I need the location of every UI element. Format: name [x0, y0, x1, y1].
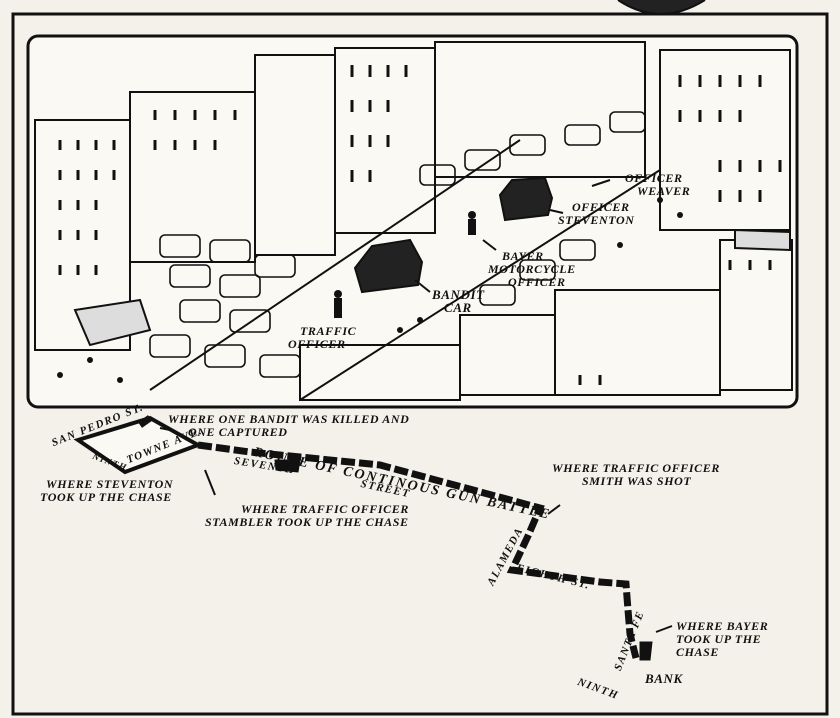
label-traffic-officer: TRAFFIC OFFICER — [288, 324, 357, 351]
street-santa-fe: SANTA FE — [612, 608, 647, 673]
seal-emblem — [617, 0, 706, 15]
label-bayer-motorcycle: BAYER MOTORCYCLE OFFICER — [488, 249, 576, 289]
label-bank: BANK — [645, 671, 683, 686]
bandit-car — [353, 238, 424, 294]
street-alameda: ALAMEDA — [485, 525, 526, 588]
label-bandit-car: BANDIT CAR — [432, 287, 485, 315]
street-ninth-south: NINTH — [575, 676, 621, 702]
route-map — [73, 415, 673, 661]
label-steventon-chase: WHERE STEVENTON TOOK UP THE CHASE — [40, 477, 174, 504]
label-officer-steventon: OFFICER STEVENTON — [558, 200, 635, 227]
page-border — [11, 12, 829, 716]
label-bayer-chase: WHERE BAYER TOOK UP THE CHASE — [676, 619, 769, 659]
street-scene — [34, 41, 793, 401]
street-eighth: EIGHTH ST. — [515, 562, 592, 592]
label-bandit-killed: WHERE ONE BANDIT WAS KILLED AND ONE CAPT… — [168, 412, 410, 439]
label-stambler-chase: WHERE TRAFFIC OFFICER STAMBLER TOOK UP T… — [205, 502, 409, 529]
label-smith-shot: WHERE TRAFFIC OFFICER SMITH WAS SHOT — [552, 461, 720, 488]
street-ninth-west: NINTH — [91, 450, 129, 473]
label-officer-weaver: OFFICER WEAVER — [625, 171, 691, 198]
gun-battle-route — [137, 415, 640, 659]
street-san-pedro: SAN PEDRO ST. — [50, 401, 146, 450]
street-towne: TOWNE AVE. — [125, 424, 205, 467]
